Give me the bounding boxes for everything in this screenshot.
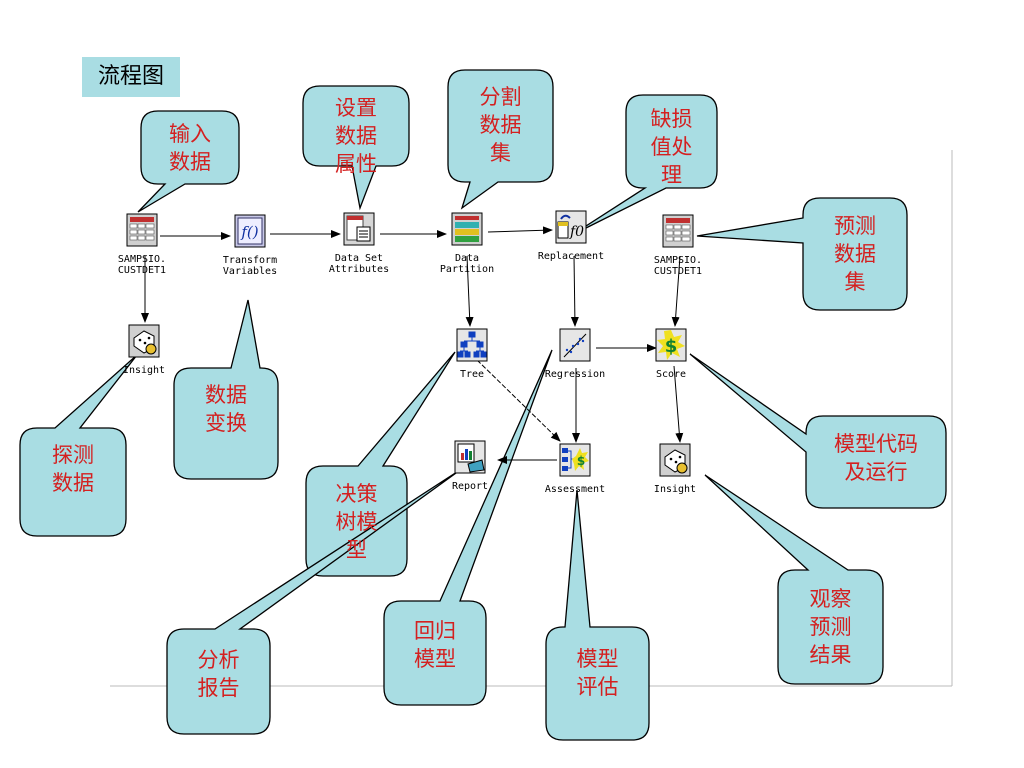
function-icon: f() (234, 214, 266, 248)
callout-data-transform-bubble (173, 299, 279, 480)
callout-predict-data: 预测 数据 集 (834, 214, 876, 294)
callout-regression-model: 回归 模型 (414, 619, 456, 671)
tree-icon (456, 328, 488, 362)
callout-data-transform: 数据 变换 (205, 383, 247, 435)
insight-icon (128, 324, 160, 358)
node-label: Data Partition (439, 253, 495, 275)
node-replacement[interactable]: f0 Replacement (526, 210, 616, 262)
node-label: Report (451, 481, 489, 492)
insight-icon (659, 443, 691, 477)
node-label: Insight (122, 365, 166, 376)
node-assessment[interactable]: $ Assessment (530, 443, 620, 495)
callout-input-data-bubble (137, 110, 240, 213)
report-icon (454, 440, 486, 474)
node-label: Replacement (537, 251, 605, 262)
node-report[interactable]: Report (425, 440, 515, 492)
assessment-icon: $ (559, 443, 591, 477)
callout-model-code-bubble (689, 353, 947, 509)
callout-decision-tree: 决策 树模 型 (335, 482, 378, 562)
callout-missing-values: 缺损 值处 理 (650, 107, 693, 187)
node-data-partition[interactable]: Data Partition (422, 212, 512, 275)
node-regression[interactable]: Regression (530, 328, 620, 380)
node-score[interactable]: $ Score (626, 328, 716, 380)
callout-model-eval: 模型 评估 (576, 647, 619, 699)
callout-set-attributes-bubble (302, 85, 410, 211)
svg-text:f(): f() (240, 223, 258, 241)
callout-set-attributes: 设置 数据 属性 (335, 96, 377, 176)
node-insight-results[interactable]: Insight (630, 443, 720, 495)
callout-explore-data-bubble (19, 354, 138, 537)
node-label: SAMPSIO. CUSTDET1 (653, 255, 703, 277)
callout-input-data: 输入 数据 (169, 122, 211, 174)
replacement-icon: f0 (555, 210, 587, 244)
node-label: Data Set Attributes (328, 253, 390, 275)
edge-replacement-regression (570, 255, 579, 327)
node-transform-variables[interactable]: f() Transform Variables (205, 214, 295, 277)
callout-split-data-bubble (447, 69, 554, 210)
callout-model-code: 模型代码 及运行 (834, 432, 918, 484)
node-insight-explore[interactable]: Insight (99, 324, 189, 376)
callout-model-eval-bubble (545, 489, 650, 741)
svg-text:$: $ (665, 336, 678, 357)
node-label: Regression (544, 369, 606, 380)
callout-observe-results: 观察 预测 结果 (809, 587, 852, 667)
callout-observe-results-bubble (704, 474, 884, 685)
attributes-icon (343, 212, 375, 246)
callout-split-data: 分割 数据 集 (479, 85, 522, 165)
callout-regression-model-bubble (383, 349, 553, 706)
callout-missing-values-bubble (571, 94, 718, 236)
callout-decision-tree-bubble (305, 351, 456, 577)
dollar-icon: $ (655, 328, 687, 362)
edge-tree-assessment (476, 359, 561, 442)
node-tree[interactable]: Tree (427, 328, 517, 380)
callout-analysis-report: 分析 报告 (197, 648, 240, 700)
page-title: 流程图 (82, 57, 180, 97)
node-score-input-data[interactable]: SAMPSIO. CUSTDET1 (633, 214, 723, 277)
callout-explore-data: 探测 数据 (52, 443, 94, 495)
regression-icon (559, 328, 591, 362)
svg-text:f0: f0 (569, 224, 584, 240)
edge-score-insight (673, 365, 684, 443)
node-label: Assessment (544, 484, 606, 495)
svg-text:$: $ (577, 454, 585, 468)
edge-partition-replacement (487, 226, 553, 235)
callout-analysis-report-bubble (166, 467, 464, 735)
table-icon (662, 214, 694, 248)
node-label: Transform Variables (222, 255, 278, 277)
node-data-set-attributes[interactable]: Data Set Attributes (314, 212, 404, 275)
partition-icon (451, 212, 483, 246)
callout-predict-data-bubble (696, 197, 908, 311)
node-label: Score (655, 369, 687, 380)
node-label: Insight (653, 484, 697, 495)
edge-scoreinput-score (671, 255, 681, 327)
node-label: SAMPSIO. CUSTDET1 (117, 254, 167, 276)
edge-partition-tree (465, 255, 474, 327)
node-label: Tree (459, 369, 485, 380)
table-icon (126, 213, 158, 247)
node-input-data[interactable]: SAMPSIO. CUSTDET1 (97, 213, 187, 276)
